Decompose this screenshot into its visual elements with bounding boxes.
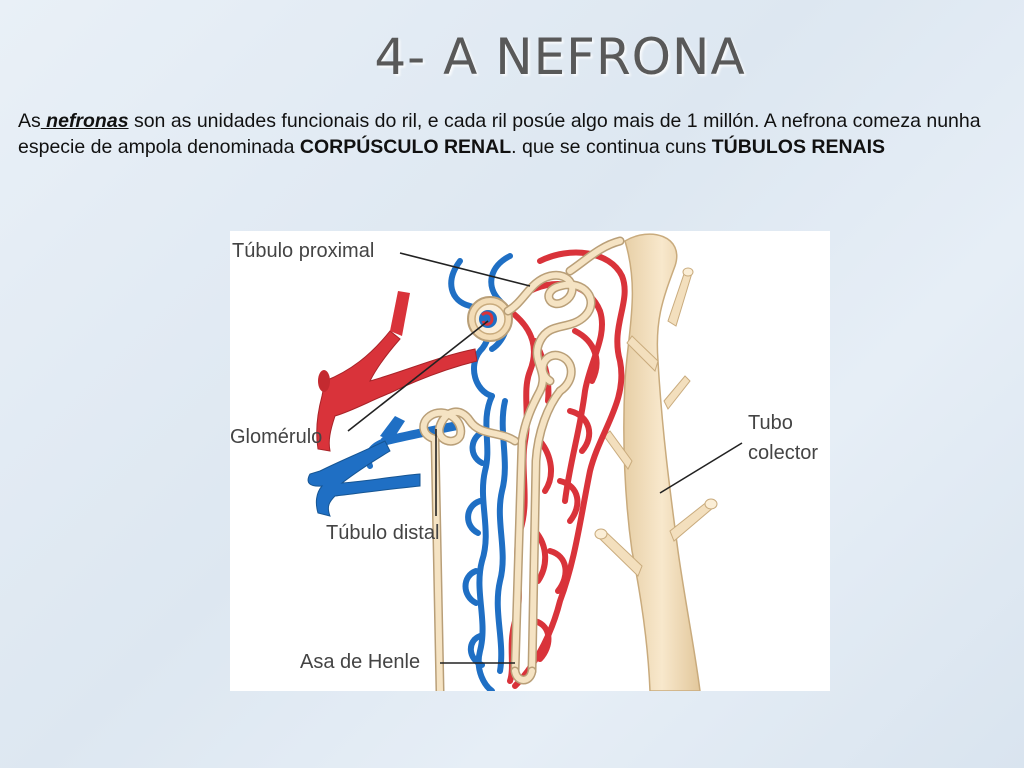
term-nefronas: nefronas [40, 110, 129, 132]
label-glomerulo: Glomérulo [230, 426, 322, 448]
term-tubulos-renais: TÚBULOS RENAIS [711, 136, 886, 158]
glomerulus-capsule [467, 296, 513, 342]
nephron-illustration: Túbulo proximal Glomérulo Túbulo distal … [230, 233, 818, 691]
label-leader-lines [347, 252, 743, 664]
renal-vein [307, 416, 421, 517]
label-tubulo-distal: Túbulo distal [326, 522, 439, 544]
intro-text-3: . que se continua cuns [511, 136, 712, 158]
slide-title: 4- A NEFRONA [374, 28, 746, 86]
leader-tubulo-proximal [399, 252, 531, 287]
term-corpusculo-renal: CORPÚSCULO RENAL [299, 136, 512, 158]
nephron-diagram: Túbulo proximal Glomérulo Túbulo distal … [230, 231, 830, 691]
label-tubo: Tubo [748, 412, 793, 434]
label-tubulo-proximal: Túbulo proximal [232, 240, 374, 262]
label-asa-de-henle: Asa de Henle [300, 651, 420, 673]
leader-glomerulo [347, 320, 489, 432]
renal-tubules [419, 236, 625, 691]
intro-paragraph: As nefronas son as unidades funcionais d… [18, 108, 1008, 160]
collecting-duct [594, 233, 718, 691]
intro-text-1: As [18, 110, 41, 132]
arterial-network [507, 249, 628, 689]
label-colector: colector [748, 442, 818, 464]
leader-tubo-colector [659, 442, 743, 494]
intro-text-2: son as unidades funcionais do ril, e cad… [18, 110, 981, 158]
